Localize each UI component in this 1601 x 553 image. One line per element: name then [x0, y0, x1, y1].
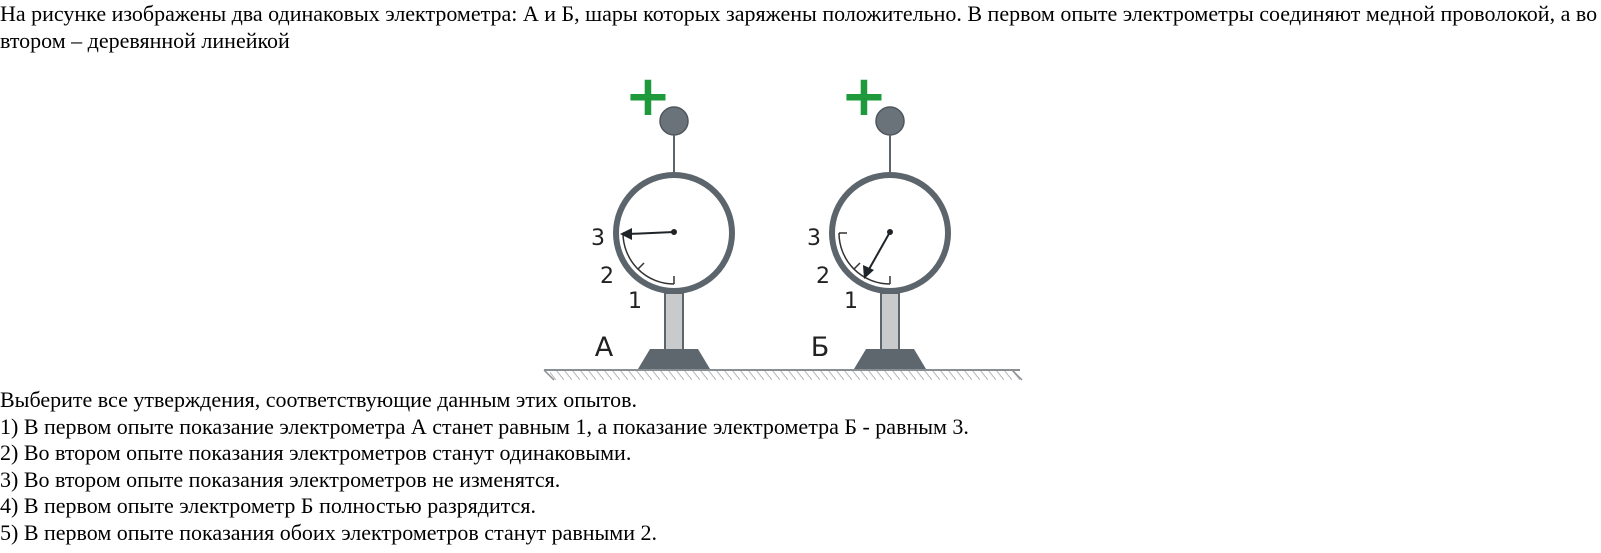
electrometer-b-pointer-tip	[863, 265, 874, 279]
scale-label-2: 2	[600, 264, 614, 289]
electrometer-a-pointer	[627, 231, 675, 235]
electrometer-b: + 3 2 1 Б	[807, 70, 951, 369]
electrometer-b-scale	[838, 232, 891, 285]
electrometer-a-pointer-tip	[620, 228, 632, 240]
electrometer-b-stand	[880, 292, 900, 351]
scale-label-1: 1	[844, 289, 858, 314]
ground	[543, 369, 1023, 381]
electrometer-b-pointer	[867, 231, 891, 272]
answer-options-list: 1) В первом опыте показание электрометра…	[0, 414, 969, 547]
scale-label-3: 3	[591, 226, 605, 251]
scale-label-3: 3	[807, 226, 821, 251]
problem-intro-text: На рисунке изображены два одинаковых эле…	[0, 1, 1598, 53]
electrometer-a: + 3 2 1 А	[591, 70, 735, 369]
scale-label-1: 1	[628, 289, 642, 314]
electrometers-drawing: + 3 2 1 А +	[543, 70, 1023, 381]
question-text: Выберите все утверждения, соответствующи…	[0, 387, 638, 412]
electrometer-a-label: А	[595, 332, 614, 363]
electrometer-a-stand	[664, 292, 684, 351]
answer-option: 5) В первом опыте показания обоих электр…	[0, 519, 658, 545]
electrometer-a-base	[638, 349, 710, 369]
answer-option: 1) В первом опыте показание электрометра…	[0, 413, 969, 439]
electrometers-figure: + 3 2 1 А +	[540, 70, 1040, 390]
electrometer-b-ball	[875, 106, 905, 136]
answer-option: 3) Во втором опыте показания электрометр…	[0, 466, 561, 492]
answer-option: 2) Во втором опыте показания электрометр…	[0, 440, 632, 465]
electrometer-b-label: Б	[811, 332, 830, 363]
electrometer-a-ball	[659, 106, 689, 136]
answer-option: 4) В первом опыте электрометр Б полность…	[0, 493, 537, 518]
electrometer-b-base	[854, 349, 926, 369]
scale-label-2: 2	[816, 264, 830, 289]
